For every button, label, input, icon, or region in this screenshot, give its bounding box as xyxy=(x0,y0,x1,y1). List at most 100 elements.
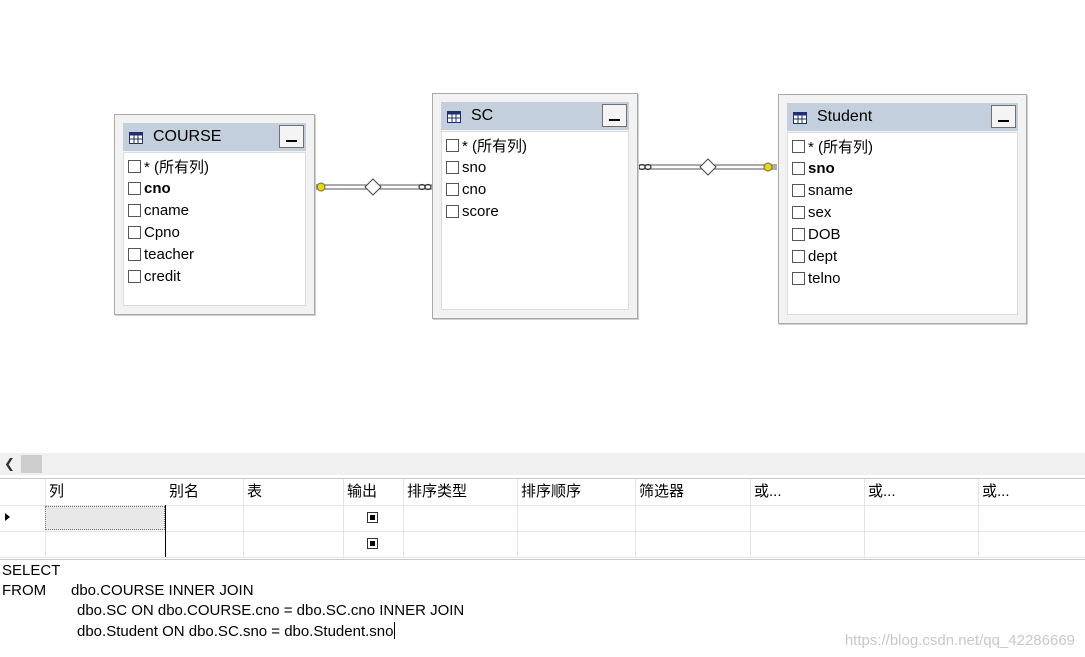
column-label: Cpno xyxy=(144,223,180,241)
grid-column-header[interactable]: 表 xyxy=(247,483,263,500)
column-label: DOB xyxy=(808,225,841,243)
minimize-icon[interactable] xyxy=(991,105,1016,128)
column-row[interactable]: teacher xyxy=(128,243,194,265)
column-row[interactable]: sno xyxy=(446,156,486,178)
column-checkbox[interactable] xyxy=(128,225,141,239)
grid-column-header[interactable]: 或... xyxy=(982,483,1010,500)
column-label: sname xyxy=(808,181,854,199)
column-row[interactable]: cno xyxy=(128,177,171,199)
grid-column-header[interactable]: 输出 xyxy=(347,483,378,500)
column-row[interactable]: * (所有列) xyxy=(792,135,873,157)
column-checkbox[interactable] xyxy=(792,227,805,241)
column-row[interactable]: dept xyxy=(792,245,837,267)
column-checkbox[interactable] xyxy=(128,203,141,217)
column-row[interactable]: score xyxy=(446,200,499,222)
table-sc[interactable]: SC * (所有列) sno cno score xyxy=(432,93,638,319)
table-header[interactable]: SC xyxy=(441,102,629,130)
column-checkbox[interactable] xyxy=(446,182,459,196)
column-row[interactable]: sno xyxy=(792,157,835,179)
column-label: cname xyxy=(144,201,190,219)
column-checkbox[interactable] xyxy=(792,271,805,285)
grid-column-header[interactable]: 筛选器 xyxy=(639,483,685,500)
column-checkbox[interactable] xyxy=(446,138,459,152)
column-label: sex xyxy=(808,203,832,221)
relationship-course-sc[interactable] xyxy=(316,178,432,196)
table-icon xyxy=(447,110,461,123)
column-label: cno xyxy=(462,180,487,198)
column-label: score xyxy=(462,202,499,220)
column-label: * (所有列) xyxy=(808,138,873,156)
grid-column-header[interactable]: 或... xyxy=(754,483,782,500)
column-row[interactable]: * (所有列) xyxy=(446,134,527,156)
sql-line-join-student-text: dbo.Student ON dbo.SC.sno = dbo.Student.… xyxy=(77,623,394,640)
column-list: * (所有列) sno cno score xyxy=(441,131,629,310)
minimize-icon[interactable] xyxy=(279,125,304,148)
table-title: SC xyxy=(471,107,494,124)
table-icon xyxy=(793,111,807,124)
table-header[interactable]: Student xyxy=(787,103,1018,131)
column-checkbox[interactable] xyxy=(446,204,459,218)
grid-column-header[interactable]: 排序类型 xyxy=(407,483,468,500)
row-indicator-icon xyxy=(5,513,10,521)
grid-column-header[interactable]: 排序顺序 xyxy=(521,483,582,500)
column-checkbox[interactable] xyxy=(446,160,459,174)
output-checkbox[interactable] xyxy=(367,538,378,549)
column-checkbox[interactable] xyxy=(792,139,805,153)
sql-line-join-student: dbo.Student ON dbo.SC.sno = dbo.Student.… xyxy=(77,622,396,640)
column-label: * (所有列) xyxy=(144,158,209,176)
column-label: teacher xyxy=(144,245,195,263)
minimize-icon[interactable] xyxy=(602,104,627,127)
column-row[interactable]: sex xyxy=(792,201,831,223)
column-label: credit xyxy=(144,267,181,285)
criteria-grid[interactable]: 列 别名 表 输出 排序类型 排序顺序 筛选器 或... 或... 或... xyxy=(0,478,1085,559)
column-checkbox[interactable] xyxy=(792,205,805,219)
column-row[interactable]: telno xyxy=(792,267,841,289)
column-row[interactable]: cname xyxy=(128,199,189,221)
grid-column-header[interactable]: 或... xyxy=(868,483,896,500)
sql-line-select: SELECT xyxy=(2,562,61,579)
column-label: telno xyxy=(808,269,841,287)
column-checkbox[interactable] xyxy=(128,181,141,195)
sql-pane[interactable]: SELECT FROM dbo.COURSE INNER JOIN dbo.SC… xyxy=(0,559,1085,657)
sql-keyword-from: FROM xyxy=(2,582,47,599)
grid-column-header[interactable]: 列 xyxy=(49,483,65,500)
relationship-sc-student[interactable] xyxy=(637,158,777,176)
text-caret xyxy=(394,622,396,639)
table-title: COURSE xyxy=(153,128,222,145)
column-row[interactable]: * (所有列) xyxy=(128,155,209,177)
column-row[interactable]: DOB xyxy=(792,223,841,245)
column-row[interactable]: Cpno xyxy=(128,221,180,243)
table-header[interactable]: COURSE xyxy=(123,123,306,151)
table-icon xyxy=(129,131,143,144)
infinity-icon xyxy=(418,183,432,191)
sql-line-from: dbo.COURSE INNER JOIN xyxy=(71,582,254,599)
horizontal-scrollbar[interactable]: ❮ xyxy=(0,453,1085,475)
column-checkbox[interactable] xyxy=(128,159,141,173)
scrollbar-thumb[interactable] xyxy=(21,455,42,473)
selected-cell[interactable] xyxy=(45,506,165,530)
column-checkbox[interactable] xyxy=(128,247,141,261)
column-label: dept xyxy=(808,247,838,265)
sql-line-join-sc: dbo.SC ON dbo.COURSE.cno = dbo.SC.cno IN… xyxy=(77,602,465,619)
column-checkbox[interactable] xyxy=(792,161,805,175)
grid-column-header[interactable]: 别名 xyxy=(169,483,200,500)
column-checkbox[interactable] xyxy=(128,269,141,283)
column-label: sno xyxy=(462,158,487,176)
column-row[interactable]: cno xyxy=(446,178,486,200)
column-checkbox[interactable] xyxy=(792,249,805,263)
chevron-left-icon[interactable]: ❮ xyxy=(4,456,15,471)
column-row[interactable]: credit xyxy=(128,265,181,287)
key-icon xyxy=(316,182,326,192)
relationship-lines xyxy=(316,158,777,196)
output-checkbox[interactable] xyxy=(367,512,378,523)
column-label: sno xyxy=(808,159,835,177)
watermark: https://blog.csdn.net/qq_42286669 xyxy=(844,632,1075,649)
column-row[interactable]: sname xyxy=(792,179,853,201)
infinity-icon xyxy=(638,163,652,171)
key-icon xyxy=(763,162,777,172)
column-checkbox[interactable] xyxy=(792,183,805,197)
